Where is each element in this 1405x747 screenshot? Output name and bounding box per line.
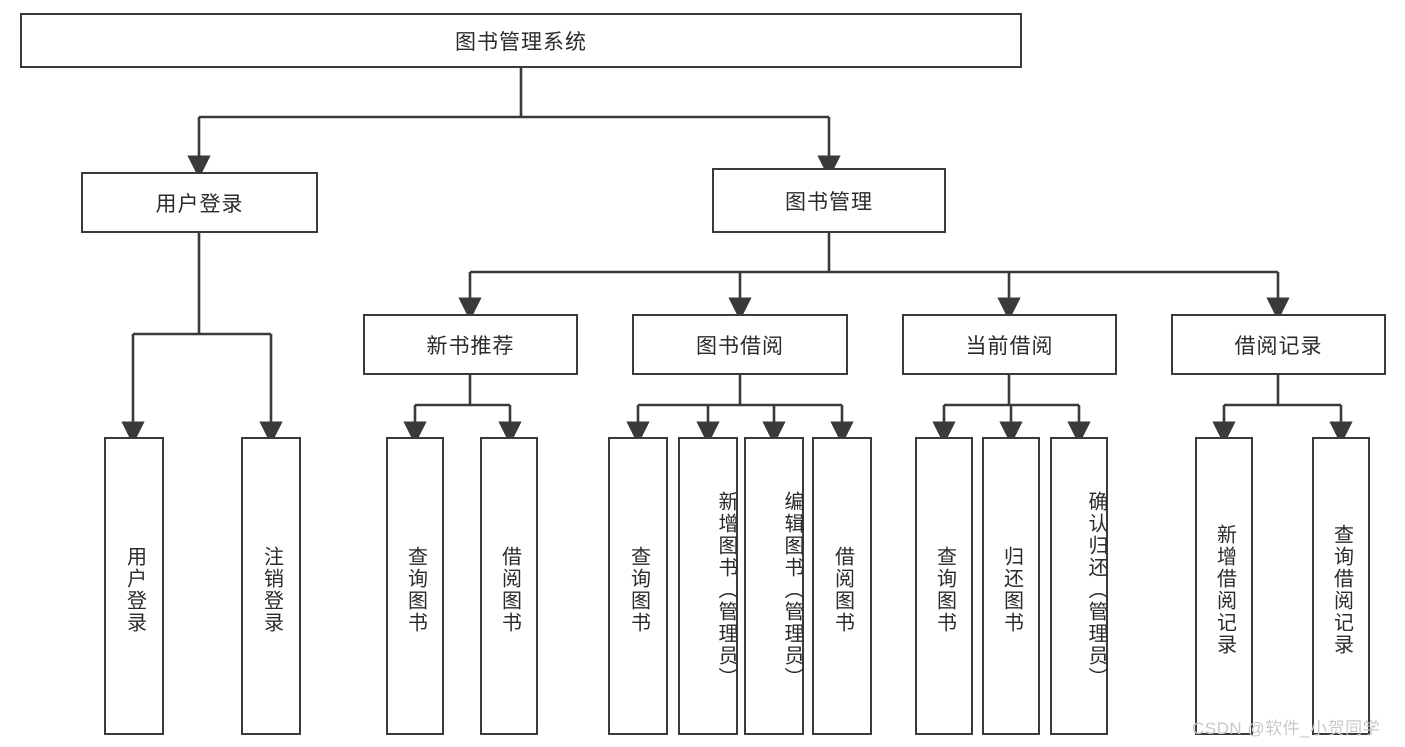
node-user-login[interactable]: 用户登录 <box>81 172 318 233</box>
leaf-borrow-book-new[interactable]: 借阅图书 <box>480 437 538 735</box>
leaf-edit-book-admin[interactable]: 编辑图书（管理员） <box>744 437 804 735</box>
leaf-query-book-new[interactable]: 查询图书 <box>386 437 444 735</box>
leaf-logout[interactable]: 注销登录 <box>241 437 301 735</box>
node-new-book-recommend[interactable]: 新书推荐 <box>363 314 578 375</box>
node-root[interactable]: 图书管理系统 <box>20 13 1022 68</box>
csdn-watermark: CSDN @软件_小贺同学 <box>1192 719 1381 738</box>
leaf-return-book[interactable]: 归还图书 <box>982 437 1040 735</box>
node-book-borrow[interactable]: 图书借阅 <box>632 314 848 375</box>
leaf-user-login[interactable]: 用户登录 <box>104 437 164 735</box>
leaf-query-borrow-record[interactable]: 查询借阅记录 <box>1312 437 1370 735</box>
leaf-add-book-admin[interactable]: 新增图书（管理员） <box>678 437 738 735</box>
node-book-management[interactable]: 图书管理 <box>712 168 946 233</box>
node-borrow-record[interactable]: 借阅记录 <box>1171 314 1386 375</box>
leaf-borrow-book[interactable]: 借阅图书 <box>812 437 872 735</box>
leaf-add-borrow-record[interactable]: 新增借阅记录 <box>1195 437 1253 735</box>
leaf-query-book-current[interactable]: 查询图书 <box>915 437 973 735</box>
node-current-borrow[interactable]: 当前借阅 <box>902 314 1117 375</box>
leaf-query-book[interactable]: 查询图书 <box>608 437 668 735</box>
leaf-confirm-return-admin[interactable]: 确认归还（管理员） <box>1050 437 1108 735</box>
